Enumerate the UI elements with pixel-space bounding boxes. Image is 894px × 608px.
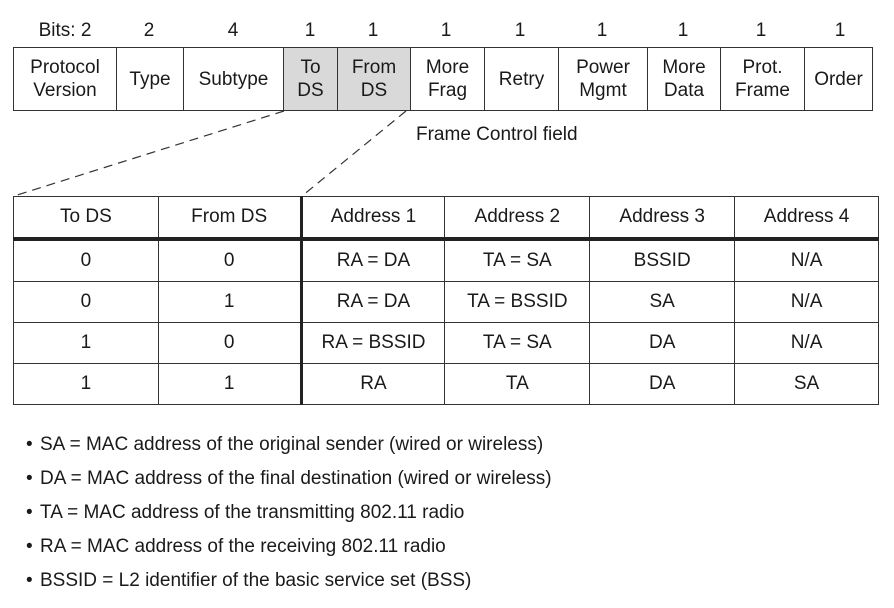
- bit-width-order: 1: [834, 20, 846, 41]
- bit-width-subtype: 4: [227, 20, 239, 41]
- header-from-ds: From DS: [157, 196, 303, 241]
- field-type: Type: [117, 48, 184, 110]
- bit-width-more-data: 1: [677, 20, 689, 41]
- table-cell: TA: [444, 363, 591, 405]
- table-cell: N/A: [734, 322, 879, 364]
- list-item: • TA = MAC address of the transmitting 80…: [26, 496, 552, 530]
- field-label: Data: [663, 80, 705, 101]
- header-address-3: Address 3: [589, 196, 736, 241]
- bullet-icon: •: [26, 570, 33, 591]
- field-prot-frame: Prot.Frame: [721, 48, 805, 110]
- field-label: Order: [814, 68, 863, 90]
- connector-line-right: [301, 110, 407, 197]
- table-cell: TA = BSSID: [444, 281, 591, 323]
- bit-width-type: 2: [143, 20, 155, 41]
- field-label: Prot.: [742, 57, 783, 78]
- field-label: To: [300, 57, 321, 78]
- address-field-table: To DS From DS Address 1 Address 2 Addres…: [13, 196, 879, 405]
- field-label: From: [351, 57, 397, 78]
- abbreviation-legend: • SA = MAC address of the original sender…: [26, 428, 552, 598]
- field-label: Protocol: [30, 57, 100, 78]
- legend-text: BSSID = L2 identifier of the basic servi…: [40, 570, 472, 591]
- bit-width-prot-frame: 1: [755, 20, 767, 41]
- table-cell: 1: [13, 322, 159, 364]
- field-label: Subtype: [198, 68, 269, 90]
- bullet-icon: •: [26, 434, 33, 455]
- table-cell: 0: [157, 322, 303, 364]
- table-cell: DA: [589, 363, 736, 405]
- legend-text: SA = MAC address of the original sender …: [40, 434, 544, 455]
- bit-width-protocol-version: Bits: 2: [38, 20, 92, 41]
- zoom-connector-lines: [13, 110, 407, 197]
- header-to-ds: To DS: [13, 196, 159, 241]
- bit-width-power-mgmt: 1: [596, 20, 608, 41]
- table-cell: RA: [300, 363, 446, 405]
- bullet-icon: •: [26, 468, 33, 489]
- header-address-2: Address 2: [444, 196, 591, 241]
- bullet-icon: •: [26, 502, 33, 523]
- field-label: Frag: [427, 80, 468, 101]
- field-label: More: [425, 57, 470, 78]
- header-address-1: Address 1: [300, 196, 446, 241]
- frame-control-caption: Frame Control field: [416, 124, 578, 145]
- bit-width-more-frag: 1: [440, 20, 452, 41]
- field-subtype: Subtype: [184, 48, 284, 110]
- list-item: • DA = MAC address of the final destinati…: [26, 462, 552, 496]
- list-item: • BSSID = L2 identifier of the basic serv…: [26, 564, 552, 598]
- table-cell: TA = SA: [444, 322, 591, 364]
- table-cell: DA: [589, 322, 736, 364]
- connector-line-left: [13, 110, 285, 197]
- table-cell: RA = DA: [300, 281, 446, 323]
- table-cell: SA: [589, 281, 736, 323]
- legend-text: DA = MAC address of the final destinatio…: [40, 468, 552, 489]
- bit-widths-row: Bits: 2 2 4 1 1 1 1 1 1 1 1: [13, 20, 873, 44]
- table-cell: N/A: [734, 238, 879, 282]
- legend-text: RA = MAC address of the receiving 802.11…: [40, 536, 446, 557]
- field-retry: Retry: [485, 48, 559, 110]
- table-cell: BSSID: [589, 238, 736, 282]
- bit-width-from-ds: 1: [367, 20, 379, 41]
- field-label: Frame: [735, 80, 790, 101]
- list-item: • SA = MAC address of the original sender…: [26, 428, 552, 462]
- table-cell: 1: [157, 363, 303, 405]
- list-item: • RA = MAC address of the receiving 802.1…: [26, 530, 552, 564]
- table-row: 0 0 RA = DA TA = SA BSSID N/A: [13, 238, 879, 282]
- field-label: Mgmt: [579, 80, 627, 101]
- table-row: 0 1 RA = DA TA = BSSID SA N/A: [13, 281, 879, 323]
- table-header-row: To DS From DS Address 1 Address 2 Addres…: [13, 196, 879, 241]
- table-cell: 1: [13, 363, 159, 405]
- field-label: DS: [360, 80, 388, 101]
- legend-text: TA = MAC address of the transmitting 802…: [40, 502, 465, 523]
- header-address-4: Address 4: [734, 196, 879, 241]
- bit-width-retry: 1: [514, 20, 526, 41]
- table-cell: 0: [13, 281, 159, 323]
- table-row: 1 0 RA = BSSID TA = SA DA N/A: [13, 322, 879, 364]
- field-label: DS: [297, 80, 324, 101]
- field-label: Power: [576, 57, 630, 78]
- field-label: More: [662, 57, 706, 78]
- table-cell: RA = BSSID: [300, 322, 446, 364]
- table-cell: TA = SA: [444, 238, 591, 282]
- bullet-icon: •: [26, 536, 33, 557]
- table-row: 1 1 RA TA DA SA: [13, 363, 879, 405]
- field-label: Type: [129, 68, 171, 90]
- table-cell: 0: [157, 238, 303, 282]
- table-cell: N/A: [734, 281, 879, 323]
- table-cell: 1: [157, 281, 303, 323]
- table-cell: RA = DA: [300, 238, 446, 282]
- bit-width-to-ds: 1: [304, 20, 316, 41]
- table-cell: 0: [13, 238, 159, 282]
- field-order: Order: [805, 48, 872, 110]
- table-cell: SA: [734, 363, 879, 405]
- field-label: Retry: [498, 68, 545, 90]
- field-label: Version: [33, 80, 97, 101]
